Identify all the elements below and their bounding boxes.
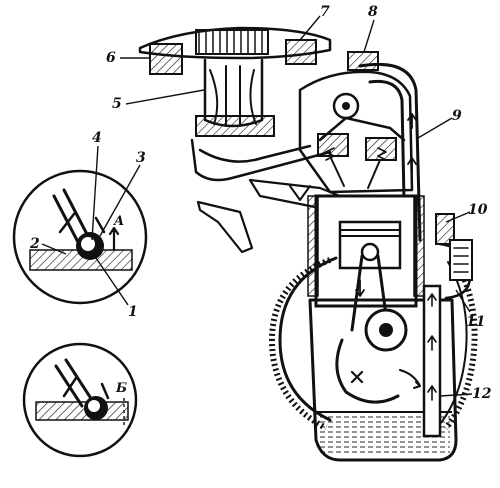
inset-b: Б <box>22 342 138 458</box>
callout-1: 1 <box>128 304 138 320</box>
callout-numbers: 1 2 3 4 5 6 7 8 9 10 11 12 <box>29 4 492 402</box>
inset-a-letter: A <box>112 214 124 229</box>
callout-8: 8 <box>368 4 378 20</box>
inset-b-letter: Б <box>115 381 127 396</box>
air-filter <box>138 26 332 137</box>
callout-6: 6 <box>106 50 116 66</box>
cylinder-head <box>298 70 414 194</box>
oil-pump-assembly <box>435 213 473 300</box>
callout-7: 7 <box>320 4 330 20</box>
oil-delivery-pipe <box>347 51 422 242</box>
intake-manifold <box>190 138 352 254</box>
inset-a: A <box>12 169 148 305</box>
cylinder-block <box>307 194 425 332</box>
callout-9: 9 <box>452 108 462 124</box>
crankcase <box>308 284 458 462</box>
callout-3: 3 <box>136 150 146 166</box>
callout-4: 4 <box>92 130 102 146</box>
leader-lines <box>41 15 473 397</box>
callout-11: 11 <box>466 314 485 330</box>
callout-10: 10 <box>468 202 488 218</box>
callout-2: 2 <box>29 236 40 252</box>
callout-5: 5 <box>112 96 122 112</box>
callout-12: 12 <box>472 386 492 402</box>
